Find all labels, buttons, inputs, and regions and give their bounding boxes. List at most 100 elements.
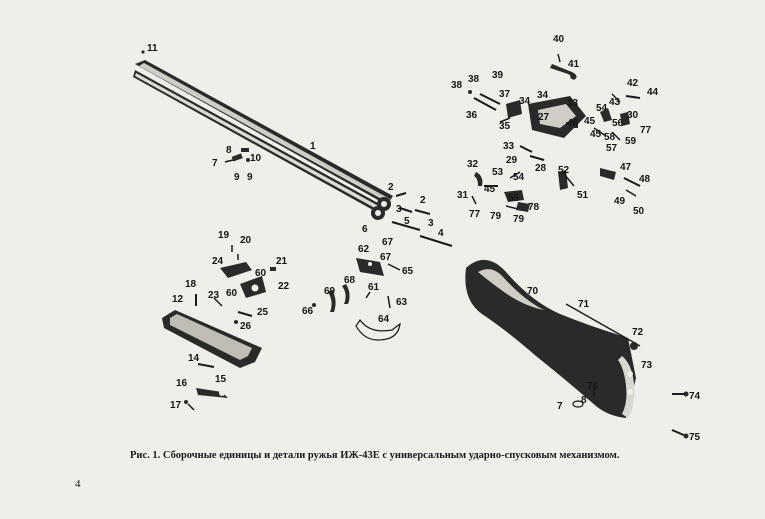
- trigger-assembly: [312, 258, 401, 341]
- part-label: 71: [578, 299, 590, 310]
- part-label: 33: [503, 141, 515, 152]
- part-label: 2: [388, 182, 394, 193]
- part-label: 5: [404, 216, 410, 227]
- part-label: 67: [380, 252, 392, 263]
- part-label: 77: [469, 209, 481, 220]
- part-label: 36: [466, 110, 478, 121]
- part-label: 39: [492, 70, 504, 81]
- part-label: 14: [188, 353, 200, 364]
- part-label: 21: [276, 256, 288, 267]
- part-label: 29: [506, 155, 518, 166]
- part-label: 62: [358, 244, 370, 255]
- part-label: 78: [528, 202, 540, 213]
- part-label: 56: [612, 118, 624, 129]
- part-label: 74: [689, 391, 701, 402]
- part-label: 51: [577, 190, 589, 201]
- part-label: 60: [226, 288, 238, 299]
- part-label: 69: [324, 286, 336, 297]
- part-label: 11: [147, 43, 158, 54]
- part-label: 37: [499, 89, 511, 100]
- part-label: 34: [537, 90, 549, 101]
- part-label: 32: [467, 159, 479, 170]
- part-label: 33: [567, 98, 579, 109]
- part-label: 9: [234, 172, 240, 183]
- part-label: 61: [368, 282, 380, 293]
- part-label: 65: [402, 266, 414, 277]
- part-label: 19: [218, 230, 230, 241]
- part-label: 72: [632, 327, 644, 338]
- barrel-assembly: [133, 50, 453, 247]
- part-label: 64: [378, 314, 390, 325]
- part-label: 45: [484, 184, 496, 195]
- part-label: 42: [627, 78, 639, 89]
- part-label: 60: [255, 268, 267, 279]
- part-label: 17: [170, 400, 182, 411]
- part-label: 2: [420, 195, 426, 206]
- part-label: 9: [247, 172, 253, 183]
- part-label: 45: [590, 129, 602, 140]
- part-label: 34: [519, 96, 531, 107]
- part-label: 12: [172, 294, 184, 305]
- part-label: 49: [614, 196, 626, 207]
- part-label: 76: [587, 381, 599, 392]
- forend-assembly: [162, 245, 276, 411]
- part-label: 50: [633, 206, 645, 217]
- part-label: 41: [568, 59, 580, 70]
- part-label: 20: [240, 235, 252, 246]
- part-label: 8: [226, 145, 232, 156]
- part-label: 54: [513, 172, 525, 183]
- part-label: 48: [639, 174, 651, 185]
- part-label: 53: [492, 167, 504, 178]
- part-label: 40: [553, 34, 565, 45]
- part-label: 10: [250, 153, 262, 164]
- part-label: 57: [606, 143, 618, 154]
- part-label: 75: [689, 432, 701, 443]
- part-label: 7: [557, 401, 563, 412]
- part-label: 23: [208, 290, 220, 301]
- part-label: 52: [558, 165, 570, 176]
- part-label: 58: [604, 132, 616, 143]
- part-label: 73: [641, 360, 653, 371]
- part-label: 18: [185, 279, 197, 290]
- part-label: 3: [428, 218, 434, 229]
- part-label: 28: [535, 163, 547, 174]
- part-label: 22: [278, 281, 290, 292]
- part-label: 38: [468, 74, 480, 85]
- part-number-labels: 11 1 8 10 7 9 9 2 2 3 3 5 6 4 19 20 24 2…: [147, 34, 701, 443]
- part-label: 35: [499, 121, 511, 132]
- part-label: 45: [584, 116, 596, 127]
- part-label: 54: [596, 103, 608, 114]
- part-label: 44: [647, 87, 659, 98]
- part-label: 30: [627, 110, 639, 121]
- part-label: 15: [215, 374, 227, 385]
- part-label: 47: [620, 162, 632, 173]
- part-label: 24: [212, 256, 224, 267]
- part-label: 1: [310, 141, 316, 152]
- part-label: 77: [640, 125, 652, 136]
- page-number: 4: [75, 478, 81, 490]
- part-label: 67: [382, 237, 394, 248]
- part-label: 70: [527, 286, 539, 297]
- figure-caption: Рис. 1. Сборочные единицы и детали ружья…: [130, 450, 620, 461]
- part-label: 27: [538, 112, 550, 123]
- part-label: 16: [176, 378, 188, 389]
- part-label: 79: [513, 214, 525, 225]
- part-label: 4: [438, 228, 444, 239]
- ejector-parts: [224, 148, 250, 163]
- part-label: 25: [257, 307, 269, 318]
- part-label: 55: [508, 193, 520, 204]
- part-label: 26: [240, 321, 252, 332]
- part-label: 63: [396, 297, 408, 308]
- part-label: 6: [362, 224, 368, 235]
- part-label: 8: [581, 395, 587, 406]
- part-label: 79: [490, 211, 502, 222]
- stock-assembly: [465, 259, 689, 439]
- part-label: 31: [457, 190, 469, 201]
- part-label: 66: [302, 306, 314, 317]
- part-label: 68: [344, 275, 356, 286]
- action-assembly: [468, 53, 641, 212]
- part-label: 43: [609, 97, 621, 108]
- part-label: 7: [212, 158, 218, 169]
